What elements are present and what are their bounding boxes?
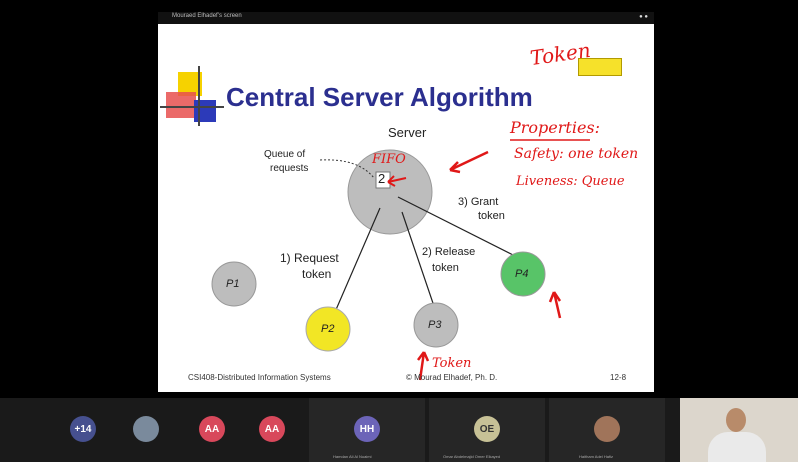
release-label-line2: token (432, 262, 459, 274)
participant-strip: +14 AA AA HH Hamdan Ali Al Nuaimi OE Oma… (0, 398, 798, 462)
release-label-line1: 2) Release (422, 246, 476, 258)
more-participants-button[interactable]: +14 (70, 416, 96, 442)
node-p4-label: P4 (515, 268, 529, 280)
annotation-token-bottom: Token (432, 356, 472, 371)
edge-p3-server (401, 211, 437, 313)
participant-photo-avatar[interactable] (133, 416, 159, 442)
participant-name-hh: Hamdan Ali Al Nuaimi (333, 454, 372, 459)
arrow-to-p4 (548, 291, 562, 319)
deco-line-horizontal (160, 106, 224, 108)
deco-line-vertical (198, 66, 200, 126)
token-highlight-box (578, 58, 622, 76)
edge-server-p4 (397, 196, 524, 261)
participant-avatar-aa-1[interactable]: AA (199, 416, 225, 442)
participant-avatar-oe: OE (474, 416, 500, 442)
footer-page: 12-8 (610, 373, 627, 382)
arrow-to-p3 (417, 351, 430, 381)
grant-label-line2: token (478, 210, 505, 222)
request-label-line2: token (302, 267, 332, 281)
annotation-properties: Properties: (510, 118, 601, 137)
participant-tile-hh[interactable]: HH Hamdan Ali Al Nuaimi (309, 398, 425, 462)
participant-name-photo: Haitham Adel Hafiz (579, 454, 614, 459)
queue-label-line1: Queue of (264, 149, 306, 160)
self-view-person-head (726, 408, 746, 432)
participant-tile-photo[interactable]: Haitham Adel Hafiz (549, 398, 665, 462)
diagram (211, 139, 590, 381)
request-label-line1: 1) Request (280, 251, 339, 265)
participant-tile-oe[interactable]: OE Omar Abdelmajid Omer Elkayed (429, 398, 545, 462)
shared-screen-title: Mouraed Elhadef’s screen (172, 13, 242, 19)
annotation-liveness: Liveness: Queue (516, 174, 625, 189)
queue-label-line2: requests (270, 163, 309, 174)
server-node (347, 149, 433, 235)
shared-screen: Mouraed Elhadef’s screen ● ● Central Ser… (158, 12, 654, 392)
node-p3 (413, 302, 459, 348)
participant-avatar-hh: HH (354, 416, 380, 442)
node-p4 (500, 251, 546, 297)
node-p3-label: P3 (428, 319, 442, 331)
node-p1-label: P1 (226, 278, 240, 290)
deco-red-square (166, 92, 196, 118)
footer-course: CSI408-Distributed Information Systems (188, 373, 331, 382)
annotation-safety: Safety: one token (514, 146, 639, 162)
arrow-to-queue (387, 175, 407, 187)
footer-author: © Mourad Elhadef, Ph. D. (406, 373, 498, 382)
window-controls-icon[interactable]: ● ● (639, 14, 648, 20)
edge-p2-server (334, 207, 381, 313)
slide-title: Central Server Algorithm (226, 82, 533, 112)
participant-name-oe: Omar Abdelmajid Omer Elkayed (443, 454, 501, 459)
node-p1 (211, 261, 257, 307)
server-label: Server (388, 125, 427, 140)
participant-photo-icon (594, 416, 620, 442)
arrow-to-server (449, 150, 489, 174)
queue-dashed-arrow (319, 159, 375, 179)
shared-screen-titlebar: Mouraed Elhadef’s screen ● ● (158, 12, 654, 24)
annotation-fifo: FIFO (372, 152, 406, 167)
self-view-video[interactable] (680, 398, 798, 462)
queue-item: 2 (378, 171, 386, 186)
participant-avatar-aa-2[interactable]: AA (259, 416, 285, 442)
self-view-person-body (708, 432, 766, 462)
node-p2-label: P2 (321, 323, 335, 335)
node-p2 (305, 306, 351, 352)
grant-label-line1: 3) Grant (458, 196, 499, 208)
